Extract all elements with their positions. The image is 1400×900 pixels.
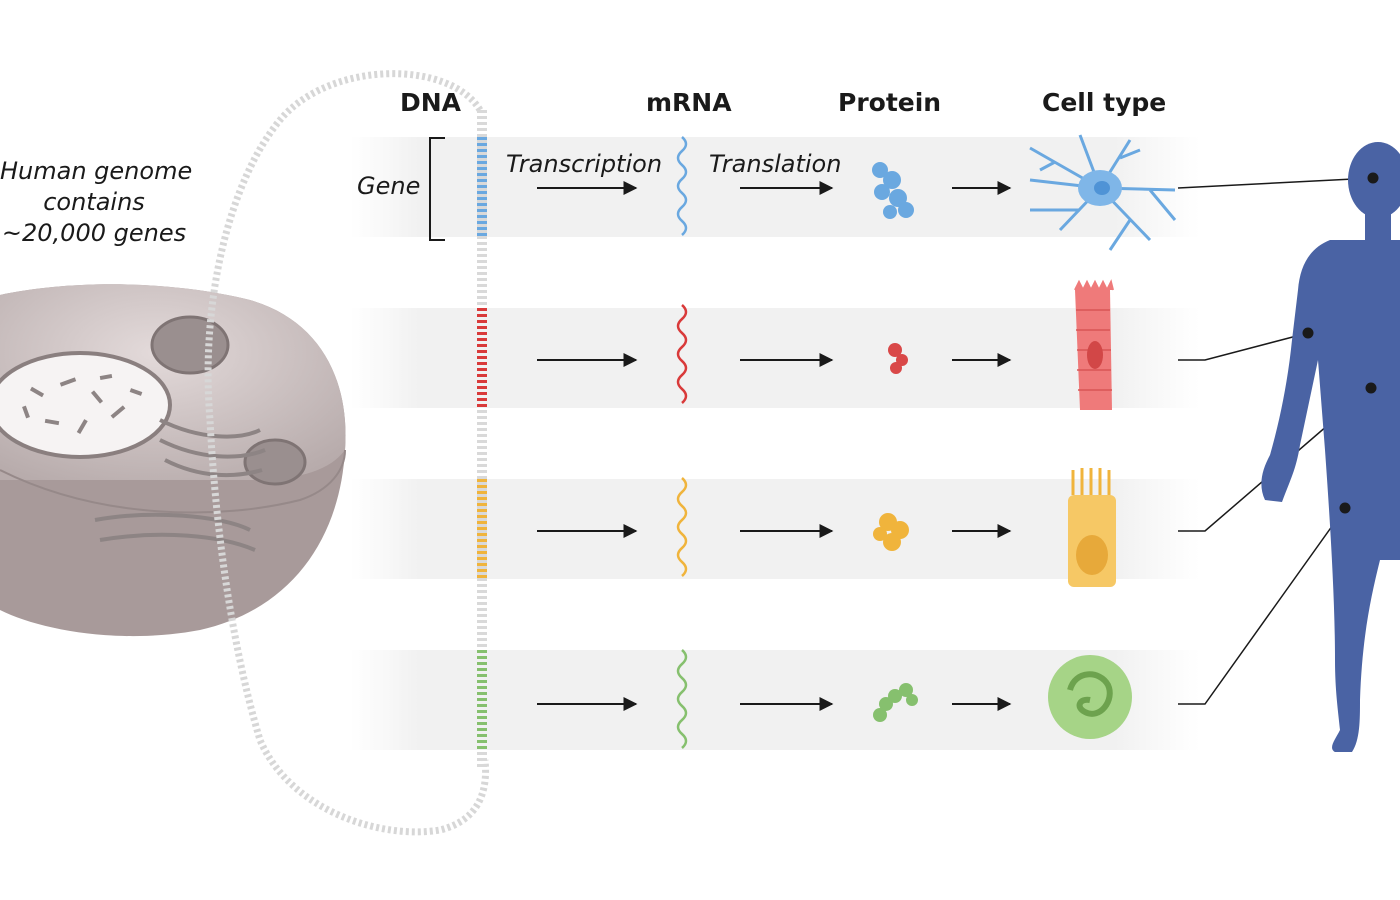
marker-torso	[1365, 382, 1377, 394]
header-cell-type: Cell type	[1042, 88, 1167, 117]
human-body-icon	[1261, 142, 1400, 752]
protein-blob-4	[873, 683, 918, 722]
genome-caption-line-1: Human genome	[0, 157, 193, 185]
marker-brain	[1367, 172, 1379, 184]
marker-leg	[1339, 502, 1351, 514]
header-mrna: mRNA	[646, 88, 732, 117]
mrna-strand-1	[676, 136, 688, 236]
genome-caption: Human genome contains ~20,000 genes	[0, 156, 193, 249]
protein-blob-3	[873, 513, 909, 551]
row-band-3	[350, 479, 1200, 579]
mrna-strand-4	[676, 649, 688, 749]
protein-blob-2	[888, 343, 908, 374]
white-blood-cell-icon	[1048, 655, 1132, 739]
flow-arrows	[537, 181, 1012, 711]
mrna-column	[676, 136, 688, 749]
genome-caption-line-3: ~20,000 genes	[1, 219, 187, 247]
epithelial-cell-icon	[1068, 468, 1116, 587]
muscle-cell-icon	[1074, 279, 1114, 410]
connector-epithelial	[1178, 387, 1372, 532]
neuron-icon	[1029, 134, 1177, 251]
label-transcription: Transcription	[506, 150, 663, 178]
row-band-2	[350, 308, 1200, 408]
protein-blob-1	[872, 162, 914, 219]
label-gene: Gene	[357, 172, 421, 200]
mrna-strand-2	[676, 304, 688, 404]
connector-blood	[1178, 507, 1346, 705]
row-bands	[350, 137, 1200, 750]
cell-cross-section-icon	[0, 284, 346, 637]
marker-arm	[1302, 327, 1314, 339]
mrna-strand-3	[676, 477, 688, 577]
gene-bracket	[429, 137, 445, 241]
connector-neuron	[1177, 177, 1374, 189]
label-translation: Translation	[709, 150, 842, 178]
genome-caption-line-2: contains	[43, 188, 145, 216]
header-protein: Protein	[838, 88, 942, 117]
body-markers	[1302, 172, 1379, 514]
dna-strand-loop	[204, 70, 490, 836]
header-dna: DNA	[400, 88, 462, 117]
connector-muscle	[1178, 332, 1309, 361]
body-connectors	[1177, 177, 1374, 705]
